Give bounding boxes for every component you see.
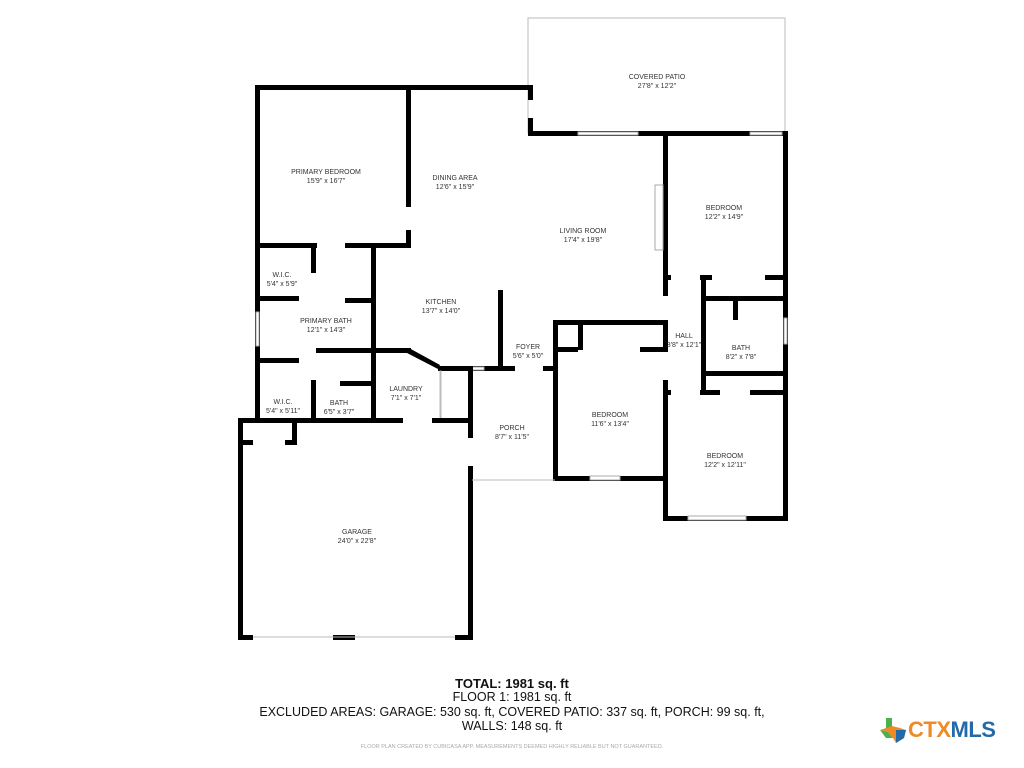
room-hall: HALL	[675, 333, 693, 340]
room-labels: COVERED PATIO 27'8" x 12'2" PRIMARY BEDR…	[266, 74, 757, 545]
room-dims: 5'6" x 5'0"	[513, 353, 544, 360]
room-bedroom: BEDROOM	[706, 205, 742, 212]
room-dims: 7'1" x 7'1"	[391, 395, 422, 402]
room-living-room: LIVING ROOM	[560, 228, 607, 235]
room-dims: 5'4" x 5'9"	[267, 281, 298, 288]
room-dims: 5'4" x 5'11"	[266, 408, 300, 415]
room-bath-small: BATH	[330, 400, 348, 407]
room-primary-bath: PRIMARY BATH	[300, 318, 352, 325]
texas-icon	[880, 718, 906, 743]
room-dims: 3'8" x 12'1"	[667, 342, 702, 349]
room-dims: 6'5" x 3'7"	[324, 409, 355, 416]
total-area: TOTAL: 1981 sq. ft	[455, 676, 569, 691]
room-bedroom: BEDROOM	[592, 412, 628, 419]
room-primary-bedroom: PRIMARY BEDROOM	[291, 169, 361, 176]
room-dining-area: DINING AREA	[432, 175, 477, 182]
room-dims: 15'9" x 16'7"	[307, 178, 346, 185]
floor-area: FLOOR 1: 1981 sq. ft	[452, 690, 572, 704]
room-laundry: LAUNDRY	[389, 386, 423, 393]
room-dims: 24'0" x 22'8"	[338, 538, 377, 545]
room-dims: 12'1" x 14'3"	[307, 327, 346, 334]
room-wic: W.I.C.	[273, 399, 292, 406]
room-foyer: FOYER	[516, 344, 540, 351]
disclaimer: FLOOR PLAN CREATED BY CUBICASA APP. MEAS…	[360, 744, 664, 750]
room-porch: PORCH	[499, 425, 524, 432]
room-dims: 17'4" x 19'8"	[564, 237, 603, 244]
walls	[238, 17, 788, 640]
room-dims: 12'2" x 14'9"	[705, 214, 744, 221]
room-bedroom: BEDROOM	[707, 453, 743, 460]
walls-area: WALLS: 148 sq. ft	[461, 719, 563, 733]
room-dims: 27'8" x 12'2"	[638, 83, 677, 90]
room-garage: GARAGE	[342, 529, 372, 536]
room-covered-patio: COVERED PATIO	[629, 74, 686, 81]
room-dims: 8'2" x 7'8"	[726, 354, 757, 361]
room-dims: 13'7" x 14'0"	[422, 308, 461, 315]
room-dims: 11'6" x 13'4"	[591, 421, 629, 428]
room-dims: 12'6" x 15'9"	[436, 184, 475, 191]
room-kitchen: KITCHEN	[426, 299, 457, 306]
room-wic: W.I.C.	[272, 272, 291, 279]
room-dims: 8'7" x 11'5"	[495, 434, 529, 441]
room-dims: 12'2" x 12'11"	[704, 462, 746, 469]
logo-text-mls: MLS	[950, 717, 996, 742]
excluded-areas: EXCLUDED AREAS: GARAGE: 530 sq. ft, COVE…	[259, 705, 765, 719]
room-bath: BATH	[732, 345, 750, 352]
logo-text-ctx: CTX	[908, 717, 951, 742]
